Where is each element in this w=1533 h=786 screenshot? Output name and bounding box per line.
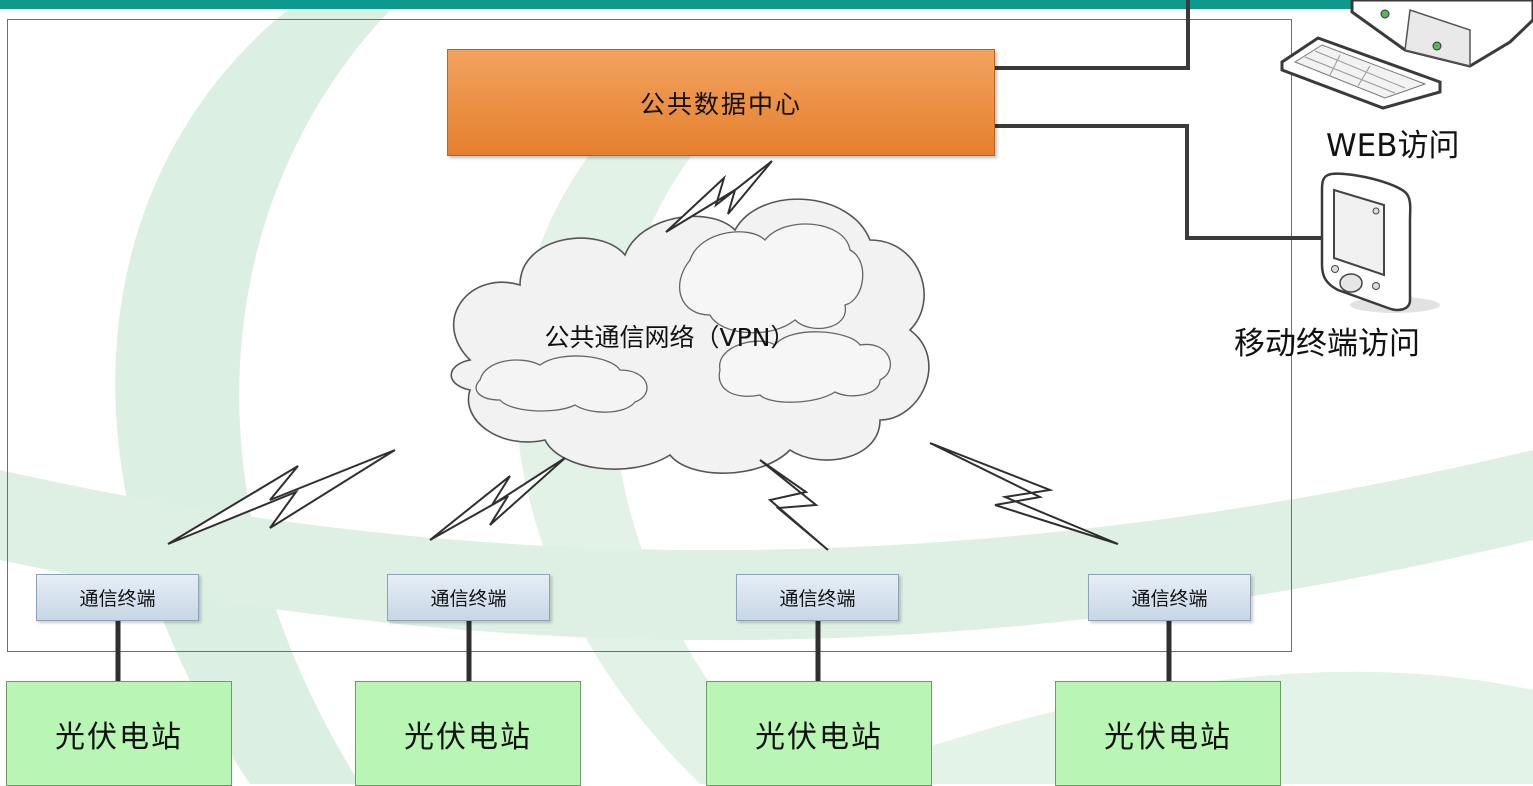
pv-station-label: 光伏电站 xyxy=(755,719,883,755)
public-network-label: 公共通信网络（VPN） xyxy=(544,323,796,352)
pv-station-4: 光伏电站 xyxy=(1055,681,1281,786)
public-data-center-label: 公共数据中心 xyxy=(639,89,802,119)
cloud-icon xyxy=(450,198,930,474)
pda-device-icon xyxy=(1320,172,1440,313)
pv-station-3: 光伏电站 xyxy=(706,681,932,786)
lightning-link-icon xyxy=(167,160,1119,551)
web-access-label: WEB访问 xyxy=(1326,128,1460,164)
link-center-web xyxy=(995,0,1190,70)
wireless-link-site-3 xyxy=(759,459,829,551)
pv-station-1: 光伏电站 xyxy=(6,681,232,786)
system-boundary-frame xyxy=(7,19,1292,652)
comm-terminal-label: 通信终端 xyxy=(430,588,507,610)
wireless-link-site-2 xyxy=(429,457,566,541)
wireless-link-site-1 xyxy=(167,449,396,545)
comm-terminal-3: 通信终端 xyxy=(736,574,899,621)
wireless-link-center xyxy=(665,160,773,233)
pv-station-label: 光伏电站 xyxy=(404,719,532,755)
mobile-access-label: 移动终端访问 xyxy=(1234,326,1420,362)
top-accent-bar xyxy=(0,0,1533,9)
pv-station-label: 光伏电站 xyxy=(1104,719,1232,755)
desktop-computer-icon xyxy=(1280,0,1533,110)
comm-terminal-label: 通信终端 xyxy=(1131,588,1208,610)
comm-terminal-4: 通信终端 xyxy=(1088,574,1251,621)
comm-terminal-1: 通信终端 xyxy=(36,574,199,621)
comm-terminal-2: 通信终端 xyxy=(387,574,550,621)
link-center-mobile xyxy=(995,124,1325,240)
comm-terminal-label: 通信终端 xyxy=(779,588,856,610)
comm-terminal-label: 通信终端 xyxy=(79,588,156,610)
wireless-link-site-4 xyxy=(929,442,1119,545)
pv-station-label: 光伏电站 xyxy=(55,719,183,755)
public-data-center: 公共数据中心 xyxy=(447,49,995,156)
pv-station-2: 光伏电站 xyxy=(355,681,581,786)
